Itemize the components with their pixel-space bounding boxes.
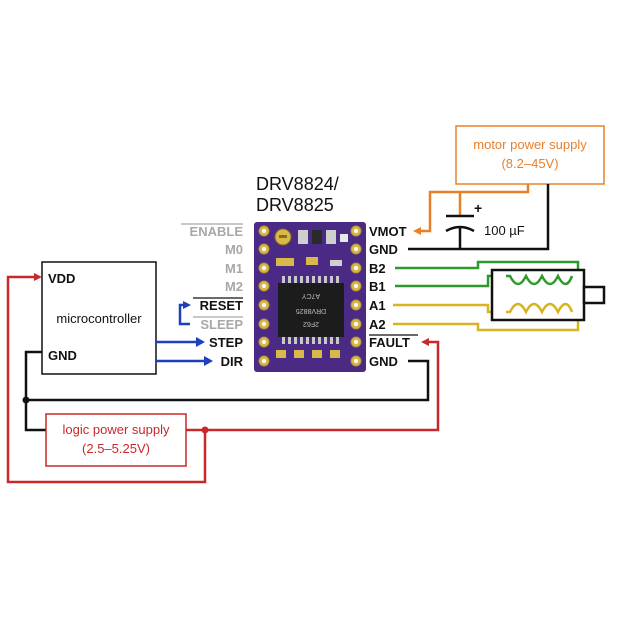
vdd-arrowhead bbox=[34, 273, 42, 281]
b1-wire bbox=[395, 274, 506, 288]
logic-power-supply-box bbox=[45, 413, 187, 467]
pin-m0: M0 bbox=[225, 242, 243, 257]
pin-fault: FAULT bbox=[369, 335, 410, 350]
dir-arrowhead bbox=[204, 356, 213, 366]
driver-title-line1: DRV8824/ bbox=[256, 174, 339, 194]
pin-reset: RESET bbox=[200, 298, 243, 313]
microcontroller-box bbox=[41, 261, 157, 375]
pin-gnd-top: GND bbox=[369, 242, 398, 257]
mcu-label: microcontroller bbox=[56, 311, 142, 326]
logic-junction bbox=[201, 426, 209, 434]
driver-chip bbox=[278, 283, 344, 337]
mcu-gnd: GND bbox=[48, 348, 77, 363]
motor-supply-label: motor power supply bbox=[473, 137, 587, 152]
driver-board: A7CY DRV8825 2F62 bbox=[254, 222, 366, 372]
a1-wire bbox=[393, 303, 506, 314]
pin-m2: M2 bbox=[225, 279, 243, 294]
pin-m1: M1 bbox=[225, 261, 243, 276]
pin-a1: A1 bbox=[369, 298, 386, 313]
chip-marking-2: DRV8825 bbox=[296, 307, 326, 314]
pin-b2: B2 bbox=[369, 261, 386, 276]
fault-pullup-wire bbox=[205, 340, 440, 432]
motor-supply-voltage: (8.2–45V) bbox=[501, 156, 558, 171]
motor-power-supply-box bbox=[455, 125, 605, 185]
capacitor-value: 100 µF bbox=[484, 223, 525, 238]
chip-marking-3: 2F62 bbox=[303, 320, 319, 327]
vmot-arrowhead bbox=[413, 227, 421, 235]
pin-gnd-bottom: GND bbox=[369, 354, 398, 369]
logic-gnd-wire bbox=[24, 400, 46, 432]
pin-a2: A2 bbox=[369, 317, 386, 332]
pin-dir: DIR bbox=[221, 354, 244, 369]
pin-sleep: SLEEP bbox=[200, 317, 243, 332]
stepper-motor-icon bbox=[490, 268, 606, 322]
logic-supply-label: logic power supply bbox=[63, 422, 170, 437]
pin-enable: ENABLE bbox=[190, 224, 244, 239]
pin-b1: B1 bbox=[369, 279, 386, 294]
gnd-junction bbox=[22, 396, 30, 404]
vmot-wire bbox=[416, 184, 530, 233]
pin-vmot: VMOT bbox=[369, 224, 407, 239]
step-arrowhead bbox=[196, 337, 205, 347]
fault-arrowhead bbox=[421, 338, 429, 346]
reset-arrowhead bbox=[183, 301, 191, 309]
driver-title-line2: DRV8825 bbox=[256, 195, 334, 215]
pin-step: STEP bbox=[209, 335, 243, 350]
mcu-vdd: VDD bbox=[48, 271, 75, 286]
mcu-gnd-wire bbox=[24, 350, 430, 402]
chip-marking-1: A7CY bbox=[302, 292, 321, 299]
capacitor-polarity: + bbox=[474, 200, 482, 216]
logic-supply-voltage: (2.5–5.25V) bbox=[82, 441, 150, 456]
motor-gnd-wire bbox=[408, 184, 550, 251]
